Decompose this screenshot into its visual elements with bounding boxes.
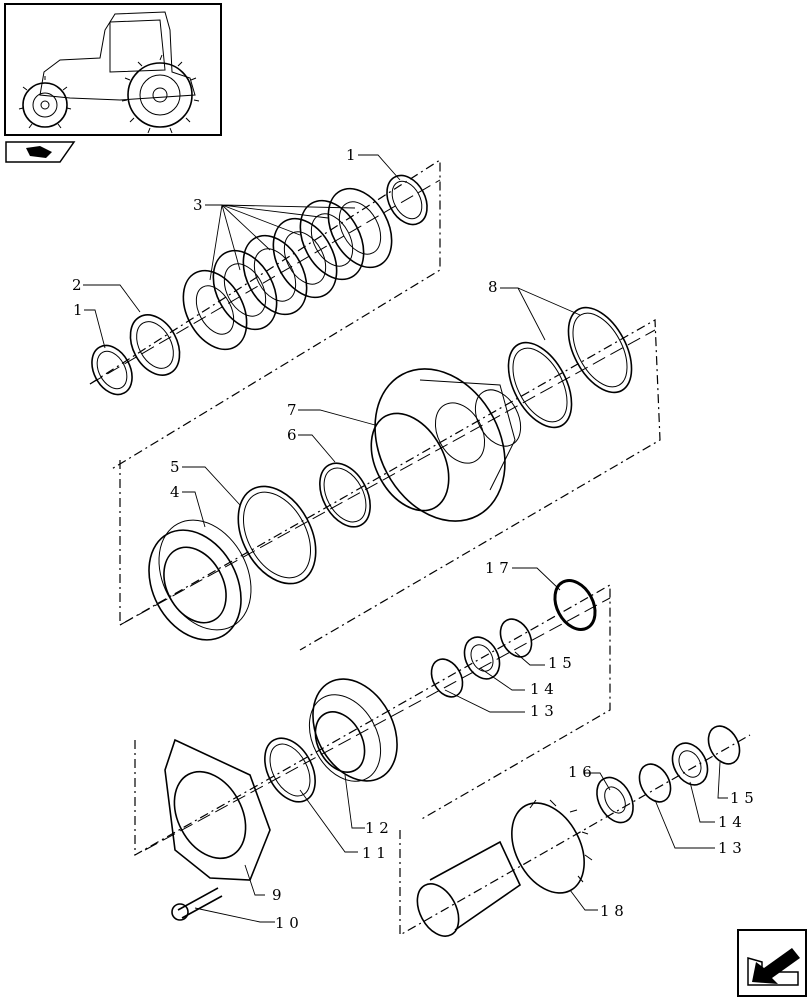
callout-7: 7 [287,401,297,419]
part-screw-10[interactable] [171,887,223,921]
part-friction-discs-3[interactable] [171,178,405,360]
part-seal-6[interactable] [310,455,381,536]
callout-8: 8 [488,278,498,296]
callout-14-upper: 1 4 [530,680,554,698]
part-clutch-drum-7[interactable] [349,346,530,544]
part-circlip-15-lower[interactable] [702,721,746,769]
part-seal-rings-8[interactable] [495,297,644,438]
callout-1-upper: 1 [346,146,356,164]
group-boundary-2 [119,318,661,651]
part-seal-5[interactable] [223,473,332,597]
part-gear-shaft-18[interactable] [409,791,599,944]
part-roller-bearing-16[interactable] [590,771,641,828]
part-bearing-14-upper[interactable] [458,631,507,685]
section-book-icon[interactable] [5,141,76,163]
leader-lines [83,154,728,923]
callout-17: 1 7 [485,559,509,577]
callout-9: 9 [272,886,282,904]
callout-4: 4 [170,483,180,501]
callout-18: 1 8 [600,902,624,920]
part-circlip-11[interactable] [255,730,326,811]
part-cover-9[interactable] [160,738,271,881]
callout-2: 2 [72,276,82,294]
callout-labels: 1 1 2 3 4 5 6 7 8 9 1 0 1 1 1 2 1 3 1 3 … [72,146,754,932]
callout-1-lower: 1 [73,301,83,319]
callout-11: 1 1 [362,844,386,862]
next-page-arrow-icon[interactable] [737,929,807,997]
group-boundary-1 [89,158,441,471]
part-bearing-12[interactable] [295,664,414,795]
callout-14-lower: 1 4 [718,813,742,831]
callout-12: 1 2 [365,819,389,837]
callout-16: 1 6 [568,763,592,781]
part-oring-17[interactable] [547,574,603,637]
group-boundary-3 [134,583,611,857]
callout-15-lower: 1 5 [730,789,754,807]
callout-3: 3 [193,196,203,214]
part-ring-13-lower[interactable] [633,759,677,807]
callout-6: 6 [287,426,297,444]
part-piston-4[interactable] [131,504,270,656]
part-bearing-14-lower[interactable] [666,737,715,791]
callout-13-upper: 1 3 [530,702,554,720]
callout-15-upper: 1 5 [548,654,572,672]
part-circlip-15-upper[interactable] [494,614,538,662]
callout-13-lower: 1 3 [718,839,742,857]
callout-5: 5 [170,458,180,476]
callout-10: 1 0 [275,914,299,932]
tractor-thumbnail-icon[interactable] [4,3,222,136]
